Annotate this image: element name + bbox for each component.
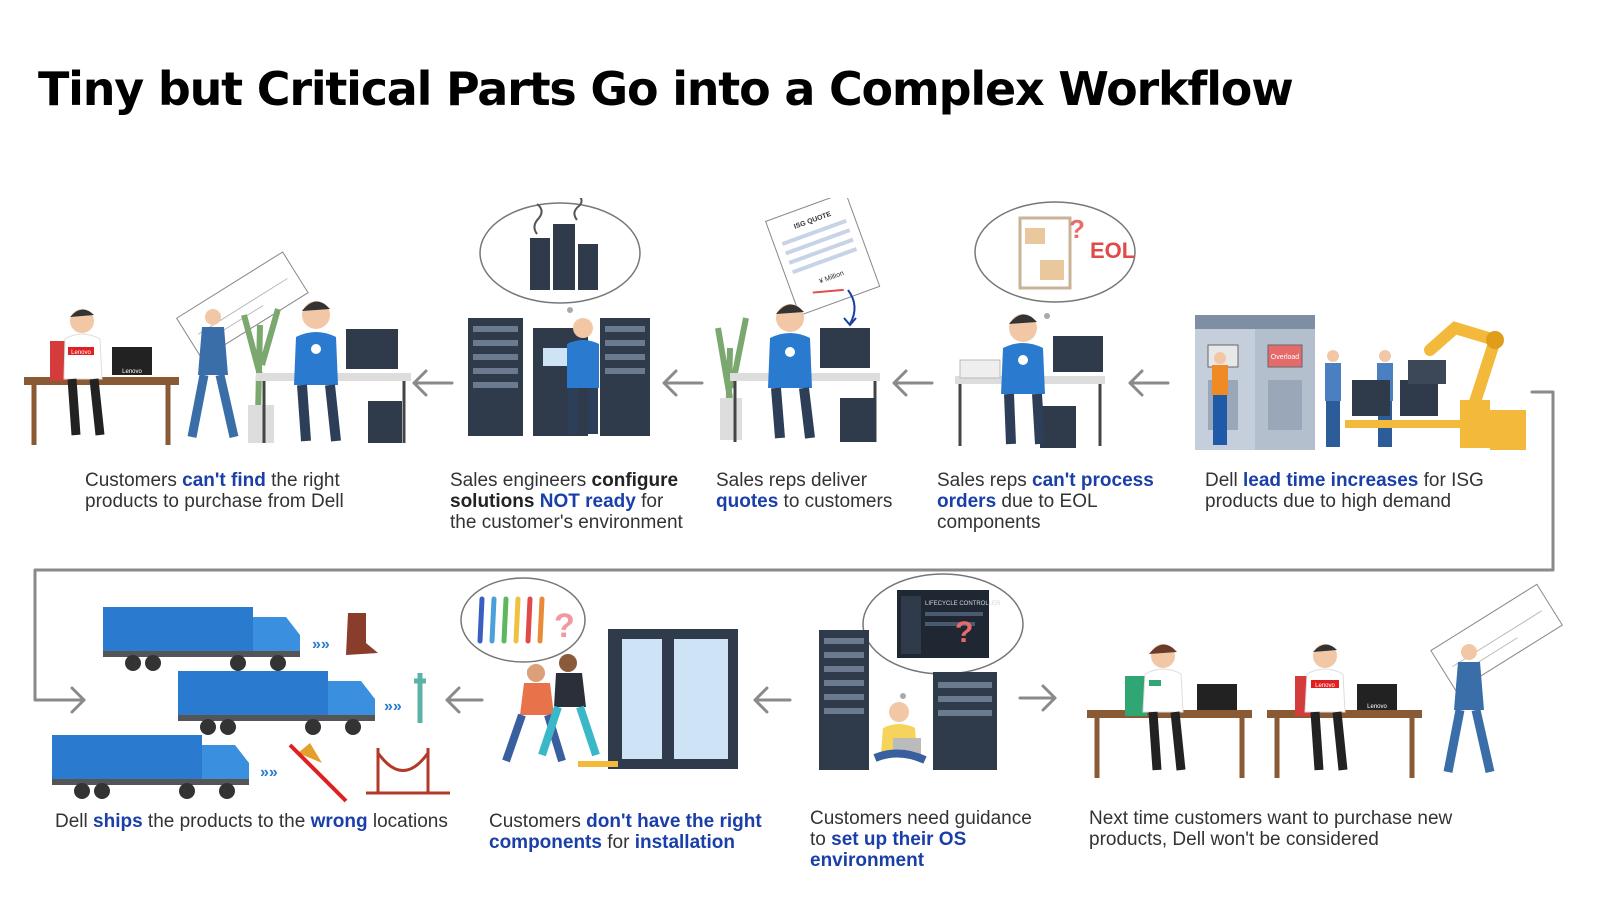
arrow-left-icon — [662, 369, 704, 397]
step-caption: Customers can't find the right products … — [85, 470, 344, 512]
flow-line — [33, 390, 1555, 702]
step-caption: Sales reps can't process orders due to E… — [937, 470, 1154, 533]
bridge-icon — [366, 748, 450, 795]
arrow-right-icon — [1018, 684, 1057, 712]
arrow-left-icon — [445, 686, 484, 714]
statue-of-liberty-icon — [414, 673, 426, 723]
sales-rep-eol-illustration: ? EOL — [955, 201, 1136, 448]
svg-text:»»: »» — [312, 636, 330, 653]
step-caption: Sales reps deliver quotes to customers — [716, 470, 893, 512]
svg-text:LIFECYCLE CONTROLLER: LIFECYCLE CONTROLLER — [925, 601, 1001, 607]
svg-text:EOL: EOL — [1090, 238, 1135, 263]
svg-text:»»: »» — [260, 764, 278, 781]
svg-text:Lenovo: Lenovo — [122, 369, 142, 375]
step-caption: Customers don't have the right component… — [489, 811, 762, 853]
truck-icon — [103, 607, 300, 671]
arrow-left-icon — [412, 369, 454, 397]
arrow-left-icon — [892, 369, 934, 397]
boot-icon — [346, 613, 378, 655]
arrow-left-icon — [753, 686, 792, 714]
arrow-right-icon — [70, 686, 86, 714]
svg-text:Lenovo: Lenovo — [1367, 704, 1387, 710]
svg-text:?: ? — [955, 616, 973, 649]
customer-cant-find-illustration: Lenovo Lenovo — [24, 251, 411, 445]
svg-text:?: ? — [1069, 214, 1085, 244]
sales-engineer-illustration — [468, 198, 650, 436]
svg-text:Lenovo: Lenovo — [71, 350, 91, 356]
svg-text:»»: »» — [384, 698, 402, 715]
step-caption: Customers need guidance to set up their … — [810, 808, 1032, 871]
trucks-wrong-locations-illustration: »» »» »» — [52, 607, 450, 803]
factory-illustration: Overload — [1195, 315, 1526, 450]
page-title: Tiny but Critical Parts Go into a Comple… — [38, 62, 1294, 116]
sales-rep-quote-illustration: ISG QUOTE ¥ Million — [715, 198, 881, 442]
step-caption: Next time customers want to purchase new… — [1089, 808, 1453, 850]
svg-text:Overload: Overload — [1271, 354, 1300, 361]
arrow-left-icon — [1128, 369, 1170, 397]
truck-icon — [52, 735, 249, 799]
competitors-illustration: Lenovo Lenovo — [1087, 583, 1564, 778]
svg-text:?: ? — [554, 607, 575, 645]
installation-illustration: ? — [460, 577, 738, 769]
step-caption: Dell ships the products to the wrong loc… — [55, 811, 448, 832]
truck-icon — [178, 671, 375, 735]
step-caption: Sales engineers configure solutions NOT … — [450, 470, 683, 533]
cross-icon — [288, 743, 348, 803]
step-caption: Dell lead time increases for ISG product… — [1205, 470, 1484, 512]
os-setup-illustration: LIFECYCLE CONTROLLER ? — [819, 573, 1024, 770]
svg-text:Lenovo: Lenovo — [1315, 683, 1335, 689]
